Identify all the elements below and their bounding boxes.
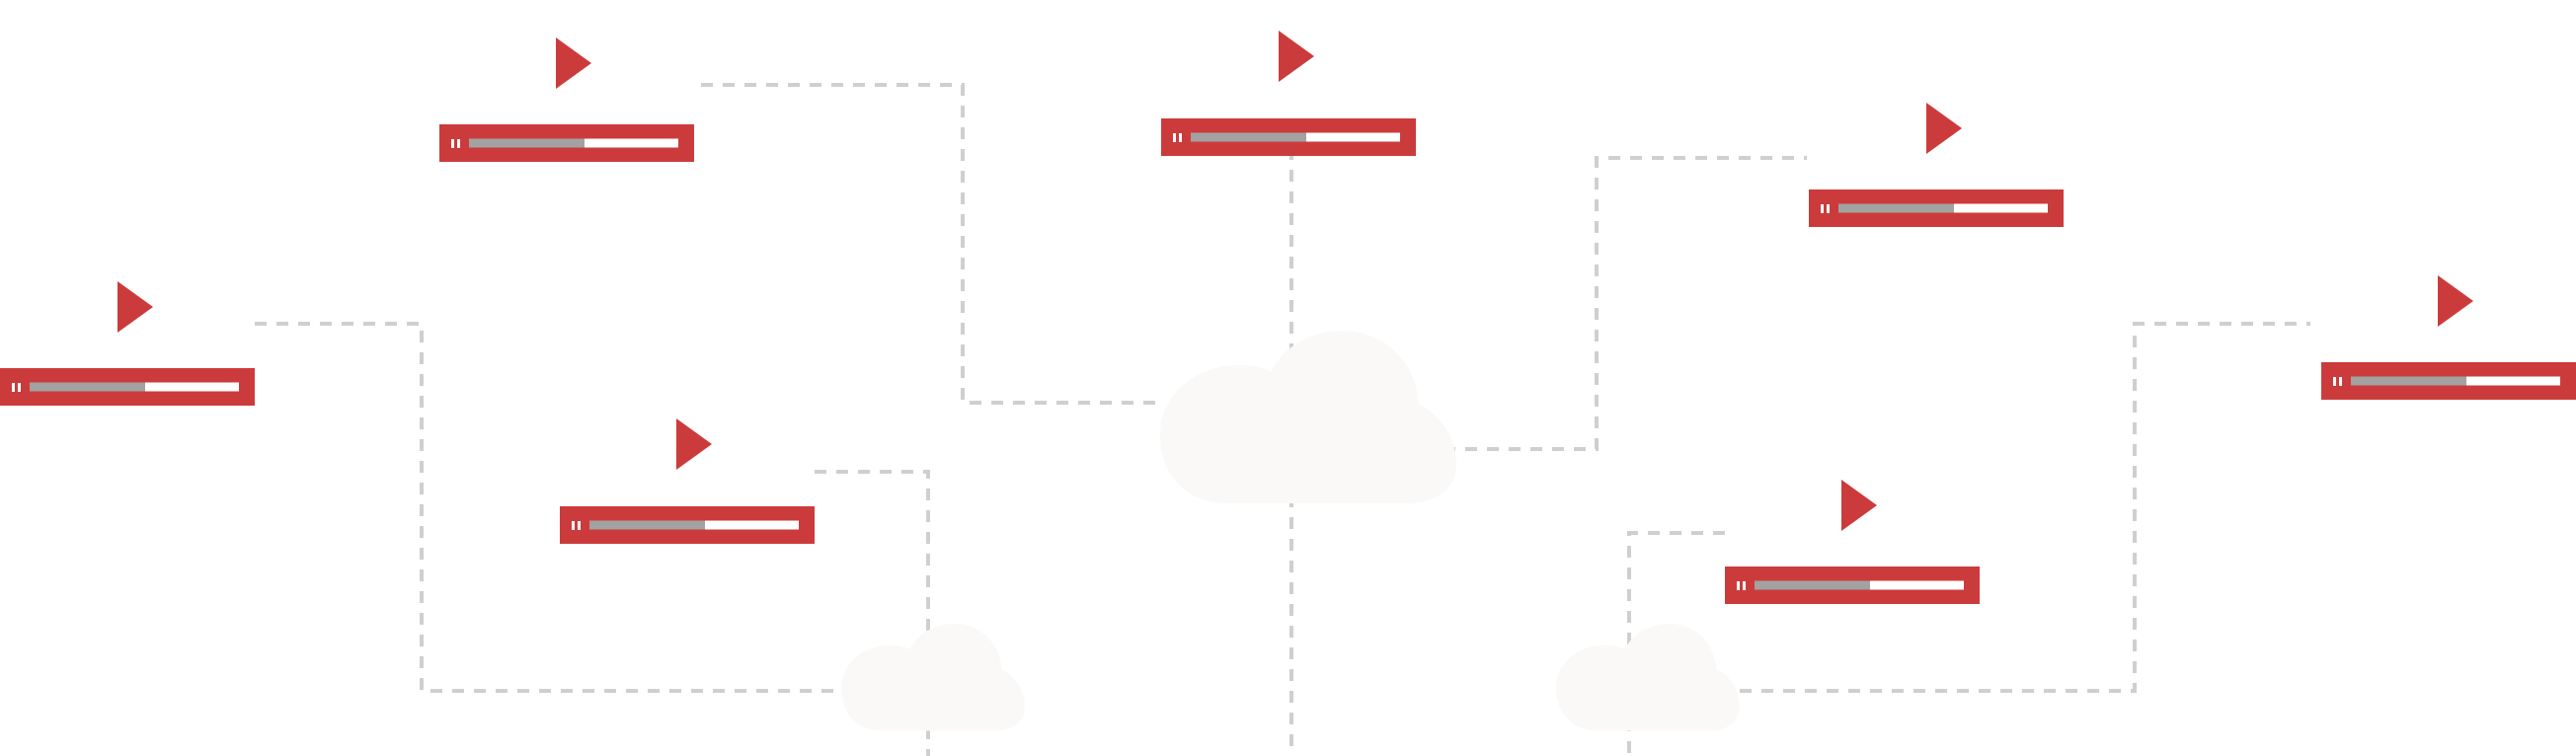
connector-line-2 — [255, 322, 928, 693]
media-player-4[interactable] — [0, 281, 255, 406]
progress-fill — [1191, 132, 1306, 142]
play-icon[interactable] — [1841, 480, 1877, 531]
cloud-shape — [1160, 331, 1456, 503]
play-icon[interactable] — [1926, 103, 1962, 154]
connector-line-3 — [815, 470, 930, 756]
media-player-3[interactable] — [1809, 103, 2064, 227]
cloud-center-cloud-icon — [1160, 331, 1456, 503]
media-player-1[interactable] — [439, 38, 694, 162]
cloud-left-cloud-icon — [841, 624, 1025, 731]
play-icon[interactable] — [676, 418, 712, 470]
media-player-5[interactable] — [560, 418, 815, 544]
connector-line-7 — [1718, 322, 2310, 693]
media-player-2[interactable] — [1161, 31, 1416, 156]
progress-fill — [1838, 203, 1954, 213]
progress-fill — [30, 382, 145, 392]
cloud-right-cloud-icon — [1556, 624, 1740, 731]
play-icon[interactable] — [2438, 275, 2473, 327]
cloud-group — [841, 331, 1740, 731]
pause-icon[interactable] — [451, 139, 460, 148]
pause-icon[interactable] — [1737, 581, 1746, 590]
media-player-7[interactable] — [2321, 275, 2576, 400]
pause-icon[interactable] — [12, 383, 21, 392]
player-group — [0, 31, 2576, 604]
progress-fill — [589, 520, 705, 530]
pause-icon[interactable] — [572, 521, 581, 530]
play-icon[interactable] — [556, 38, 591, 89]
play-icon[interactable] — [1279, 31, 1314, 82]
cloud-shape — [841, 624, 1025, 731]
connector-line-1 — [701, 83, 1160, 405]
media-player-6[interactable] — [1725, 480, 1980, 604]
pause-icon[interactable] — [1173, 133, 1182, 142]
pause-icon[interactable] — [2333, 377, 2342, 386]
progress-fill — [469, 138, 585, 148]
play-icon[interactable] — [117, 281, 153, 333]
progress-fill — [2351, 376, 2466, 386]
pause-icon[interactable] — [1821, 204, 1830, 213]
connector-line-5 — [1422, 156, 1807, 451]
cloud-shape — [1556, 624, 1740, 731]
progress-fill — [1755, 580, 1870, 590]
